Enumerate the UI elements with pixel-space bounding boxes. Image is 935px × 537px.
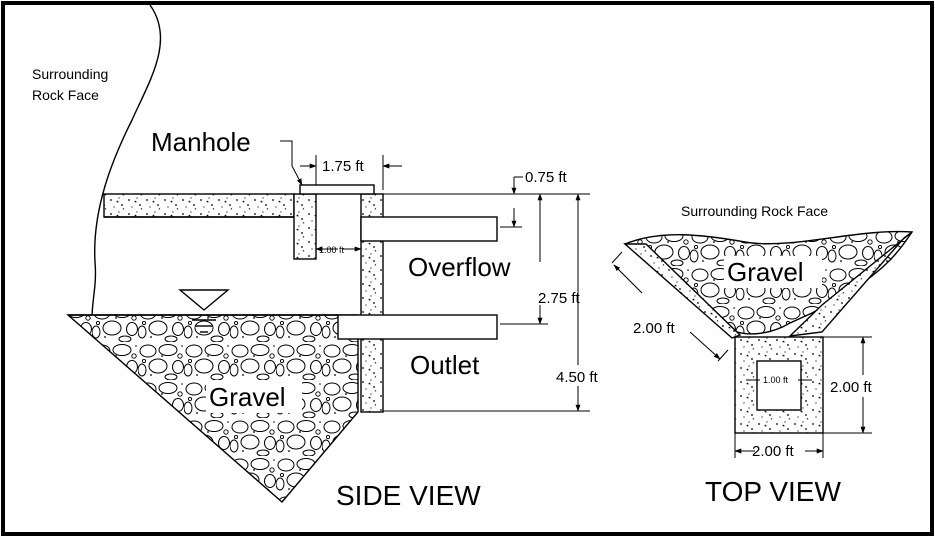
rock-face-line [91,4,162,319]
dim-total-depth: 4.50 ft [556,369,599,386]
outlet-label: Outlet [410,350,480,380]
gravel-side-label: Gravel [209,382,286,412]
dim-top-height: 2.00 ft [830,379,873,396]
rock-face-top-label: Surrounding Rock Face [681,203,828,219]
dim-diag-ext-lower [717,349,729,362]
side-view-title: SIDE VIEW [336,480,481,511]
dim-manhole-inner: 1.00 ft [319,245,345,255]
gravel-top-label: Gravel [727,257,804,287]
concrete-strip-left [623,243,742,339]
concrete-slab [103,193,295,218]
manhole-label: Manhole [151,127,251,157]
dim-diag-ext-upper [611,251,623,264]
top-view-title: TOP VIEW [705,476,841,507]
manhole-cover [299,184,375,195]
top-box-inner [756,360,802,411]
gravel-side-label-bg [206,381,302,413]
outlet-pipe [337,314,498,340]
dim-manhole-width: 1.75 ft [322,158,365,175]
dim-diag-arrow-upper [613,264,643,294]
dim-diag-arrow-lower [689,331,721,360]
dim-top-inner: 1.00 ft [763,375,789,385]
manhole-leader [280,140,303,186]
rock-face-label-line2: Rock Face [32,87,99,103]
concrete-strip-right [788,231,913,337]
rock-face-label-line1: Surrounding [32,66,108,82]
gravel-top-label-bg [724,256,822,288]
dim-overflow-to-outlet: 2.75 ft [538,290,581,307]
overflow-label: Overflow [408,252,511,282]
dim-slab-thickness: 0.75 ft [525,169,568,186]
dim-top-diagonal: 2.00 ft [633,320,676,337]
manhole-neck [293,193,317,260]
top-box-outer [734,336,824,434]
dim-top-width: 2.00 ft [752,443,795,460]
overflow-pipe [360,216,498,242]
water-level-icon [178,289,230,333]
